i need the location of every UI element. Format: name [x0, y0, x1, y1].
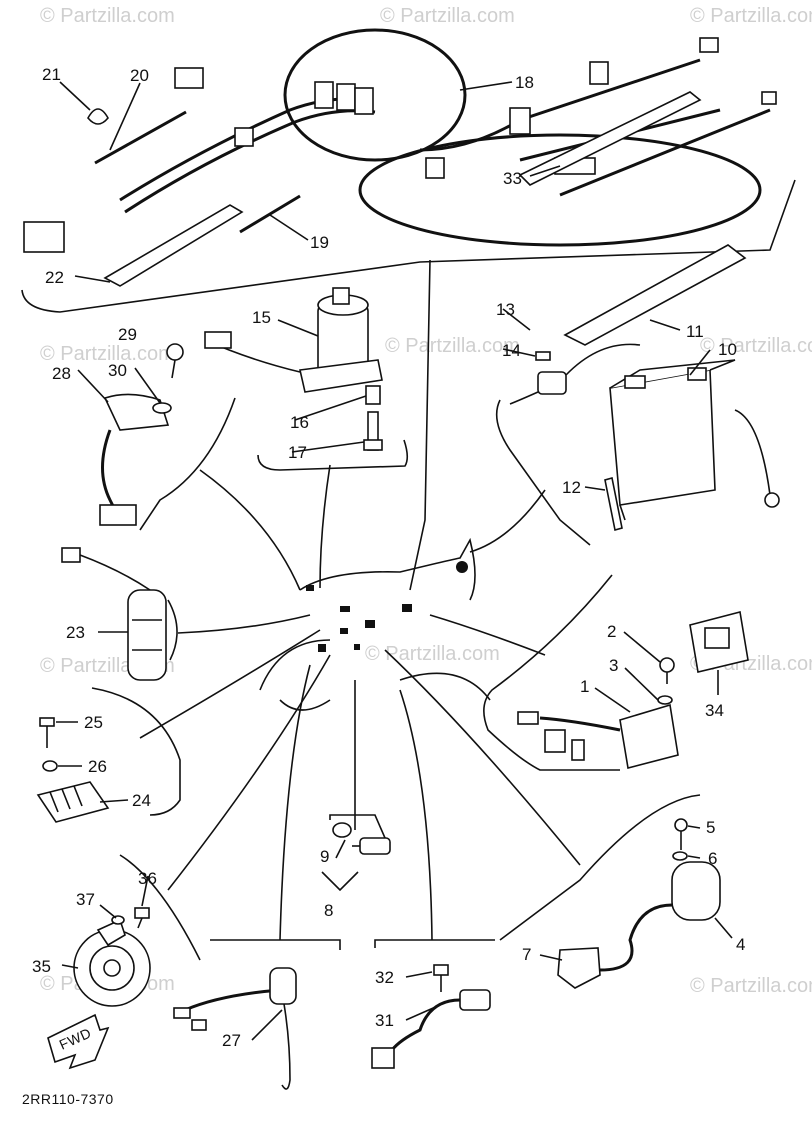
horn-35 — [73, 918, 151, 1007]
callout-32: 32 — [375, 968, 394, 987]
battery-10 — [609, 359, 780, 521]
callouts: 21 20 18 33 19 22 15 13 14 11 10 29 28 3… — [32, 65, 745, 1050]
callout-26: 26 — [88, 757, 107, 776]
washer-6 — [672, 851, 688, 861]
callout-4: 4 — [736, 935, 745, 954]
watermark-6: © Partzilla.com — [700, 335, 812, 357]
watermark-4: © Partzilla.com — [40, 343, 175, 365]
hub-mark-3 — [365, 620, 375, 628]
clamp-21 — [87, 108, 109, 125]
watermark-2: © Partzilla.com — [380, 5, 515, 27]
callout-1: 1 — [580, 677, 589, 696]
callout-16: 16 — [290, 413, 309, 432]
screw-5 — [674, 818, 688, 850]
bolt-36 — [134, 907, 150, 929]
callout-34: 34 — [705, 701, 724, 720]
callout-21: 21 — [42, 65, 61, 84]
callout-15: 15 — [252, 308, 271, 327]
main-switch-15 — [204, 287, 383, 393]
watermark-3: © Partzilla.com — [690, 5, 812, 27]
frame-hub — [259, 537, 491, 711]
callout-35: 35 — [32, 957, 51, 976]
cdi-1 — [517, 703, 679, 769]
washer-3 — [657, 695, 673, 705]
bands-and-clamps — [87, 91, 702, 287]
callout-37: 37 — [76, 890, 95, 909]
callout-23: 23 — [66, 623, 85, 642]
callout-9: 9 — [320, 847, 329, 866]
hub-mark-4 — [402, 604, 412, 612]
callout-13: 13 — [496, 300, 515, 319]
callout-27: 27 — [222, 1031, 241, 1050]
callout-36: 36 — [138, 869, 157, 888]
watermark-8: © Partzilla.com — [365, 643, 500, 665]
callout-14: 14 — [502, 341, 521, 360]
hub-mark-8 — [456, 561, 468, 573]
callout-2: 2 — [607, 622, 616, 641]
nut-26 — [42, 760, 58, 772]
callout-17: 17 — [288, 443, 307, 462]
hub-mark-7 — [354, 644, 360, 650]
diagram-code: 2RR110-7370 — [22, 1091, 114, 1107]
callout-33: 33 — [503, 169, 522, 188]
fuse-14 — [535, 351, 551, 361]
bolt-17 — [363, 411, 383, 451]
callout-28: 28 — [52, 364, 71, 383]
leader-lines — [56, 81, 733, 1041]
band-33 — [518, 91, 702, 186]
group-frames — [21, 179, 796, 961]
relay-34 — [689, 611, 749, 673]
throttle-switch-23 — [61, 547, 178, 681]
switch-8 — [352, 837, 391, 855]
washer-30 — [152, 402, 172, 414]
collar-16 — [365, 385, 381, 405]
plug-cap-7 — [557, 947, 601, 989]
callout-5: 5 — [706, 818, 715, 837]
watermark-5: © Partzilla.com — [385, 335, 520, 357]
fuse-holder-13 — [509, 343, 641, 405]
lead-27 — [173, 967, 297, 1090]
rectifier-24 — [36, 781, 110, 823]
callout-30: 30 — [108, 361, 127, 380]
callout-10: 10 — [718, 340, 737, 359]
callout-25: 25 — [84, 713, 103, 732]
battery-band-12 — [604, 476, 623, 532]
switch-31 — [371, 989, 491, 1069]
watermark-1: © Partzilla.com — [40, 5, 175, 27]
callout-22: 22 — [45, 268, 64, 287]
callout-19: 19 — [310, 233, 329, 252]
cable-tie-20 — [94, 110, 187, 165]
ignition-coil-4 — [599, 861, 721, 972]
callout-29: 29 — [118, 325, 137, 344]
bolt-25 — [39, 717, 55, 748]
screw-32 — [433, 964, 449, 992]
hub-mark-6 — [318, 644, 326, 652]
battery-strap-11 — [563, 244, 747, 346]
cdi-unit-28 — [99, 393, 170, 526]
callout-24: 24 — [132, 791, 151, 810]
callout-18: 18 — [515, 73, 534, 92]
callout-6: 6 — [708, 849, 717, 868]
hub-mark-2 — [340, 606, 350, 612]
forward-arrow-icon: FWD — [47, 1013, 110, 1070]
callout-3: 3 — [609, 656, 618, 675]
hub-mark-1 — [306, 585, 314, 591]
washer-9 — [332, 822, 352, 838]
callout-7: 7 — [522, 945, 531, 964]
callout-8: 8 — [324, 901, 333, 920]
screw-2 — [659, 657, 675, 684]
watermark-11: © Partzilla.com — [690, 975, 812, 997]
hub-mark-5 — [340, 628, 348, 634]
callout-20: 20 — [130, 66, 149, 85]
band-22 — [103, 204, 244, 287]
screw-29 — [166, 343, 184, 379]
band-19 — [239, 194, 301, 234]
assembly-arrows — [139, 259, 581, 941]
callout-11: 11 — [686, 322, 704, 341]
callout-31: 31 — [375, 1011, 394, 1030]
callout-12: 12 — [562, 478, 581, 497]
